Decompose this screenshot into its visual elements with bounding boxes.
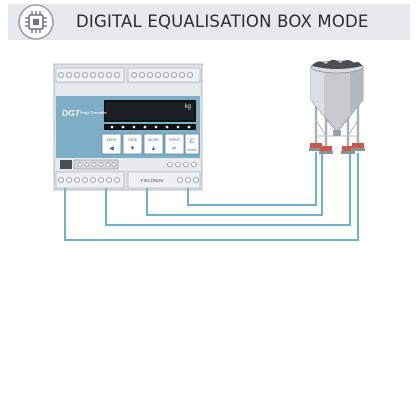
tare-button[interactable]: TARE ▼ <box>122 133 143 155</box>
arrow-down-icon: ▼ <box>130 146 136 152</box>
svg-text:PRINT: PRINT <box>169 138 181 142</box>
load-cells <box>309 143 365 154</box>
load-cell-1 <box>309 143 323 151</box>
silo <box>309 59 365 154</box>
svg-text:ZERO: ZERO <box>107 138 117 142</box>
load-cell-3 <box>341 146 355 154</box>
signal-wires <box>64 152 359 241</box>
svg-text:TARE: TARE <box>128 138 138 142</box>
power-icon: C <box>190 139 195 145</box>
fieldbus-label: FIELDBUS <box>141 178 163 183</box>
svg-text:ON/Stby: ON/Stby <box>187 148 198 152</box>
circuit-chip-icon <box>18 4 54 40</box>
terminal-strip-bottom-left <box>55 171 125 189</box>
wire-load-cell-1 <box>187 152 317 206</box>
wire-load-cell-2 <box>146 152 323 216</box>
header-band <box>8 4 410 40</box>
mode-button[interactable]: MODE ▲ <box>143 133 164 155</box>
unit-label: kg <box>185 104 191 110</box>
enter-icon: ↵ <box>172 146 177 152</box>
load-cell-connector <box>60 159 119 170</box>
keypad: ZERO ◀ TARE ▼ MODE ▲ PRINT ↵ C ON/St <box>101 133 200 155</box>
terminal-strip-top-left <box>55 67 125 83</box>
brand-label: DGT <box>62 108 81 118</box>
wire-load-cell-4 <box>64 153 359 241</box>
terminal-strip-bottom-right <box>127 171 201 189</box>
svg-text:MODE: MODE <box>148 138 159 142</box>
print-button[interactable]: PRINT ↵ <box>164 133 185 155</box>
weight-transmitter: kg DGT Weight Transmitter ZERO ◀ TARE ▼ <box>53 63 203 194</box>
load-cell-2 <box>319 146 333 154</box>
model-label: Weight Transmitter <box>80 111 108 115</box>
wire-load-cell-3 <box>105 153 351 226</box>
on-stby-button[interactable]: C ON/Stby <box>184 133 200 155</box>
zero-button[interactable]: ZERO ◀ <box>101 133 122 155</box>
arrow-up-icon: ▲ <box>151 146 157 152</box>
page-title: DIGITAL EQUALISATION BOX MODE <box>76 12 369 31</box>
arrow-left-icon: ◀ <box>109 146 114 152</box>
load-cell-4 <box>351 143 365 151</box>
